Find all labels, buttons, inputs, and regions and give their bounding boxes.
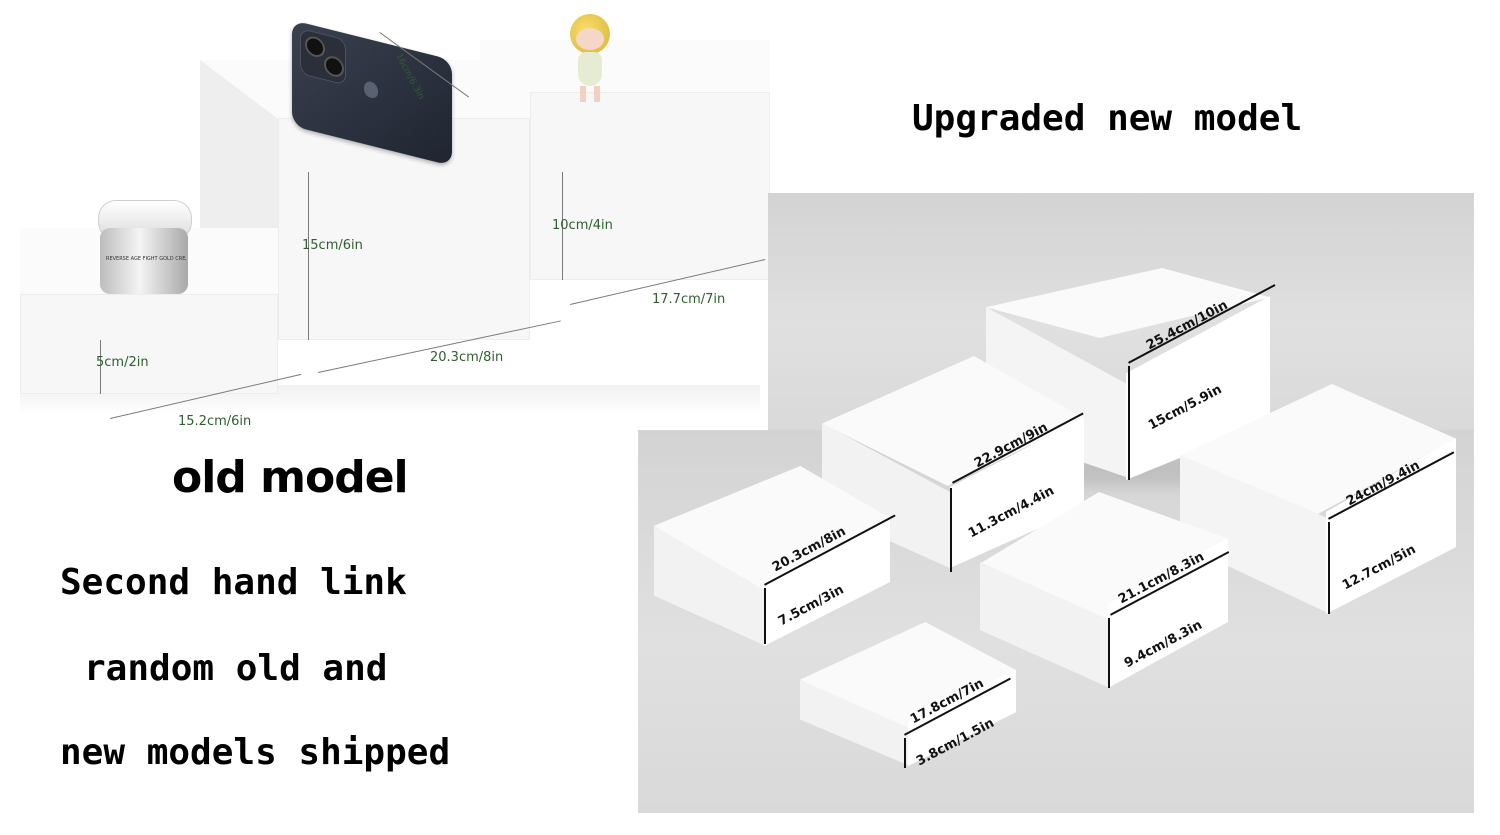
old-model-illustration: REVERSE AGE FIGHT GOLD CREAM 16cm/6.3in … [0, 0, 780, 440]
note-line-3: new models shipped [60, 732, 451, 773]
block-2-height-line [950, 488, 952, 572]
mid-width-label: 20.3cm/8in [430, 350, 504, 365]
cream-jar-icon: REVERSE AGE FIGHT GOLD CREAM [98, 200, 192, 296]
right-height-line [562, 172, 563, 280]
small-width-label: 15.2cm/6in [178, 414, 252, 429]
old-model-heading: old model [172, 452, 409, 503]
small-height-label: 5cm/2in [96, 355, 149, 370]
small-height-line [100, 340, 101, 394]
tall-cube-front [278, 118, 530, 340]
note-line-2: random old and [84, 648, 388, 689]
right-height-label: 10cm/4in [552, 218, 613, 233]
block-6-height-line [904, 738, 906, 768]
small-cube-front [20, 294, 278, 394]
tall-height-label: 15cm/6in [302, 238, 363, 253]
jar-label: REVERSE AGE FIGHT GOLD CREAM [106, 256, 186, 262]
tall-height-line [308, 172, 309, 340]
right-width-label: 17.7cm/7in [652, 292, 726, 307]
block-4-height-line [764, 588, 766, 644]
block-1-height-line [1128, 366, 1130, 480]
block-3-height-line [1328, 522, 1330, 614]
right-cube-top [480, 40, 770, 92]
upgraded-heading: Upgraded new model [912, 98, 1303, 139]
doll-figurine-icon [564, 14, 616, 106]
note-line-1: Second hand link [60, 562, 407, 603]
block-5-height-line [1108, 618, 1110, 688]
right-cube-front [530, 92, 770, 280]
